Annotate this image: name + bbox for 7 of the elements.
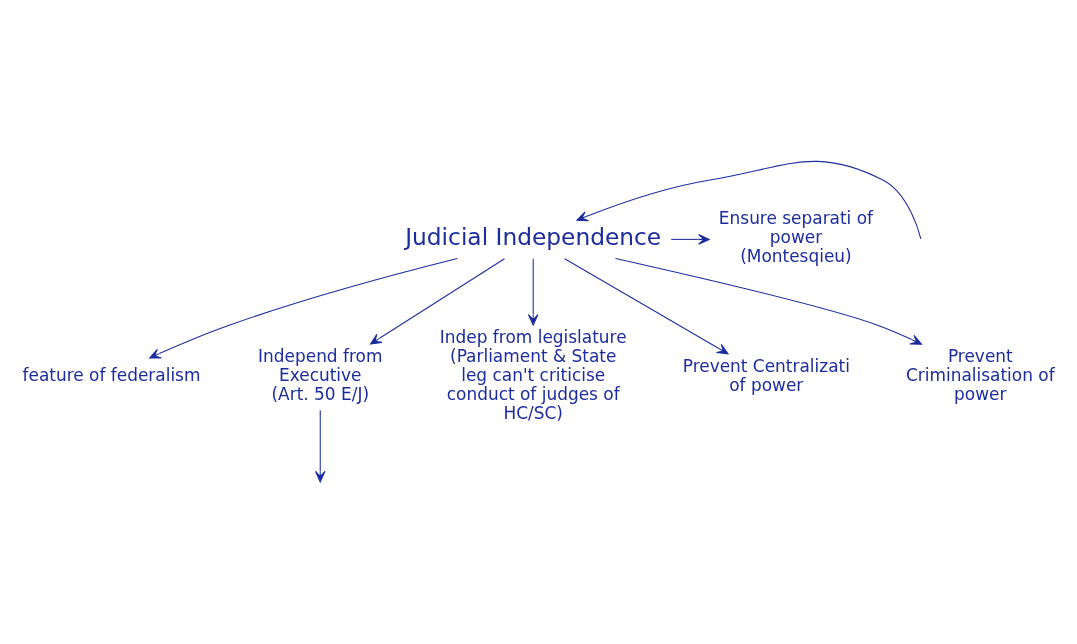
node-text: Prevent Criminalisation of power xyxy=(906,346,1055,405)
node-text: Ensure separati of power (Montesqieu) xyxy=(718,208,874,267)
node-text: Judicial Independence xyxy=(405,223,662,251)
node-text: Prevent Centralizati of power xyxy=(682,355,850,395)
node-text: feature of federalism xyxy=(22,365,201,386)
node-text: Indep from legislature (Parliament & State leg can't criticise conduct of judges of HC/SC) xyxy=(439,326,627,424)
node-text: Independ from Executive (Art. 50 E/J) xyxy=(258,346,383,405)
